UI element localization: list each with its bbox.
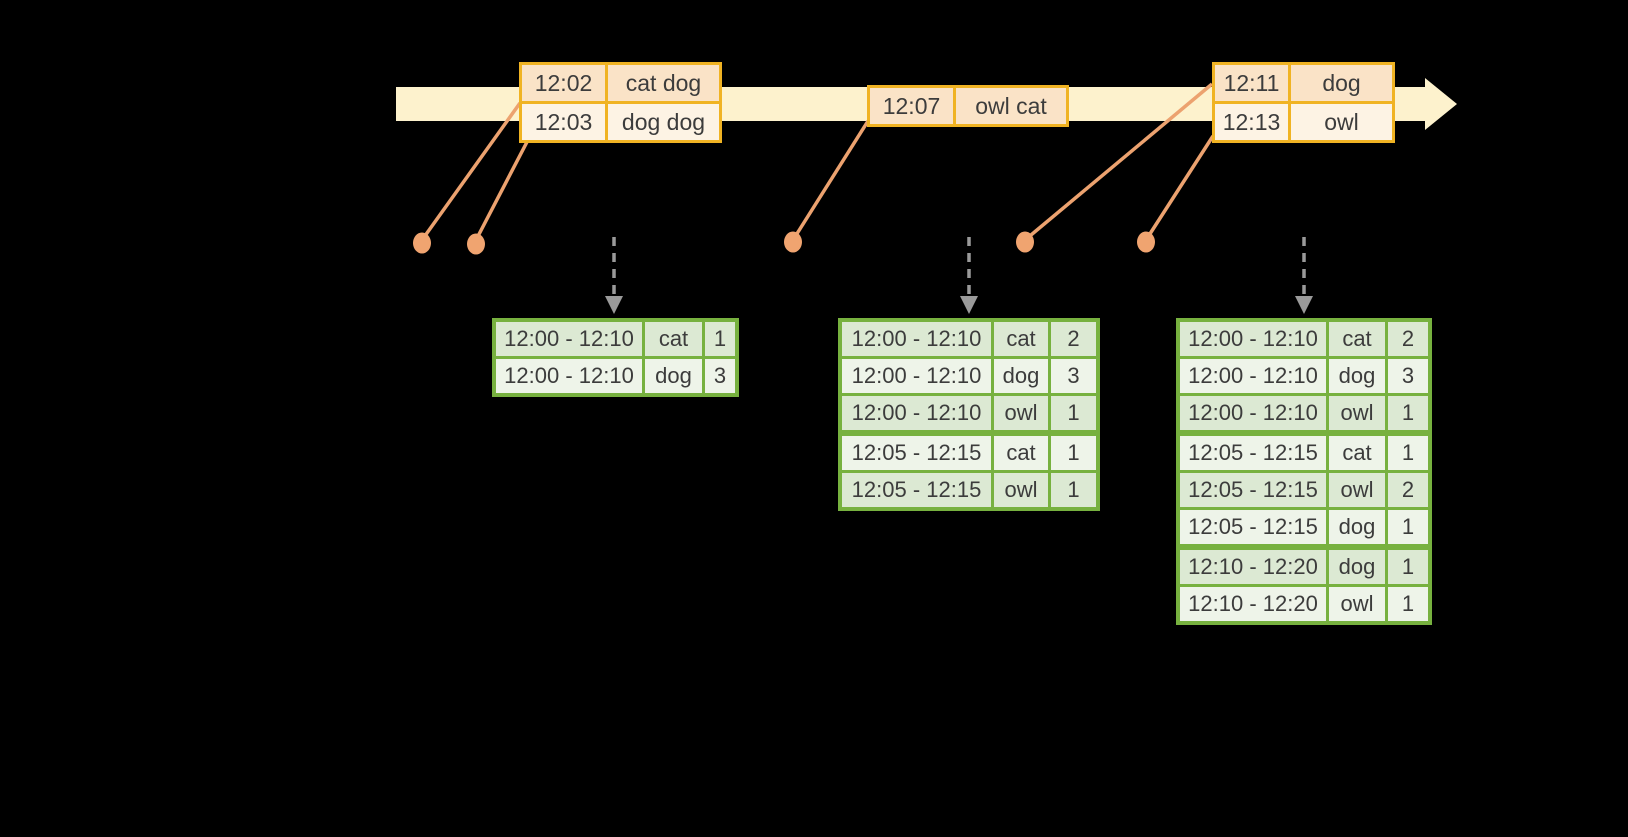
down-arrowhead-icon [1295, 296, 1313, 314]
result-row: 12:05 - 12:15 owl 1 [842, 473, 1096, 507]
connector-line [474, 139, 530, 241]
window-cell: 12:00 - 12:10 [842, 359, 991, 393]
result-table: 12:00 - 12:10 cat 2 12:00 - 12:10 dog 3 … [838, 318, 1100, 511]
count-cell: 1 [1051, 436, 1096, 470]
count-cell: 1 [1388, 587, 1428, 621]
event-words-cell: owl [1291, 104, 1392, 140]
result-table: 12:00 - 12:10 cat 1 12:00 - 12:10 dog 3 [492, 318, 739, 397]
window-cell: 12:00 - 12:10 [1180, 359, 1326, 393]
event-table: 12:07 owl cat [867, 85, 1069, 127]
window-cell: 12:00 - 12:10 [1180, 396, 1326, 430]
count-cell: 1 [1388, 510, 1428, 544]
count-cell: 1 [1388, 396, 1428, 430]
event-row: 12:13 owl [1215, 104, 1392, 140]
event-row: 12:11 dog [1215, 65, 1392, 101]
window-cell: 12:00 - 12:10 [842, 322, 991, 356]
word-cell: cat [1329, 436, 1385, 470]
word-cell: owl [994, 473, 1048, 507]
count-cell: 2 [1388, 322, 1428, 356]
window-cell: 12:05 - 12:15 [842, 473, 991, 507]
word-cell: dog [1329, 510, 1385, 544]
connector-line [1023, 82, 1214, 242]
word-cell: owl [1329, 396, 1385, 430]
event-words-cell: cat dog [608, 65, 719, 101]
connector-line [1144, 135, 1215, 241]
connector-line [791, 120, 870, 241]
count-cell: 3 [1051, 359, 1096, 393]
count-cell: 1 [1051, 473, 1096, 507]
result-row: 12:05 - 12:15 dog 1 [1180, 510, 1428, 544]
count-cell: 2 [1051, 322, 1096, 356]
event-time-cell: 12:03 [522, 104, 605, 140]
result-row: 12:00 - 12:10 cat 1 [496, 322, 735, 356]
word-cell: owl [1329, 587, 1385, 621]
window-cell: 12:00 - 12:10 [496, 359, 642, 393]
result-row: 12:00 - 12:10 cat 2 [1180, 322, 1428, 356]
word-cell: dog [1329, 550, 1385, 584]
word-cell: cat [994, 436, 1048, 470]
word-cell: owl [1329, 473, 1385, 507]
count-cell: 3 [705, 359, 735, 393]
word-cell: dog [994, 359, 1048, 393]
result-row: 12:00 - 12:10 dog 3 [496, 359, 735, 393]
window-cell: 12:00 - 12:10 [842, 396, 991, 430]
event-dot [784, 231, 802, 253]
count-cell: 1 [1388, 436, 1428, 470]
result-row: 12:00 - 12:10 owl 1 [1180, 396, 1428, 430]
event-time-cell: 12:02 [522, 65, 605, 101]
connector-line [420, 101, 522, 242]
window-cell: 12:05 - 12:15 [842, 436, 991, 470]
result-row: 12:10 - 12:20 owl 1 [1180, 587, 1428, 621]
count-cell: 1 [1388, 550, 1428, 584]
down-arrowhead-icon [605, 296, 623, 314]
event-dot [467, 233, 485, 255]
event-dot [1137, 231, 1155, 253]
word-cell: dog [645, 359, 702, 393]
word-cell: cat [994, 322, 1048, 356]
event-row: 12:02 cat dog [522, 65, 719, 101]
window-cell: 12:10 - 12:20 [1180, 587, 1326, 621]
event-time-cell: 12:11 [1215, 65, 1288, 101]
count-cell: 1 [705, 322, 735, 356]
event-time-cell: 12:13 [1215, 104, 1288, 140]
event-table: 12:02 cat dog 12:03 dog dog [519, 62, 722, 143]
event-words-cell: owl cat [956, 88, 1066, 124]
down-arrowhead-icon [960, 296, 978, 314]
window-cell: 12:05 - 12:15 [1180, 510, 1326, 544]
window-cell: 12:05 - 12:15 [1180, 436, 1326, 470]
count-cell: 3 [1388, 359, 1428, 393]
event-row: 12:03 dog dog [522, 104, 719, 140]
count-cell: 2 [1388, 473, 1428, 507]
window-cell: 12:00 - 12:10 [1180, 322, 1326, 356]
result-row: 12:00 - 12:10 cat 2 [842, 322, 1096, 356]
result-row: 12:10 - 12:20 dog 1 [1180, 550, 1428, 584]
result-row: 12:00 - 12:10 dog 3 [842, 359, 1096, 393]
event-time-cell: 12:07 [870, 88, 953, 124]
event-words-cell: dog dog [608, 104, 719, 140]
timeline-arrowhead-icon [1425, 78, 1457, 130]
event-words-cell: dog [1291, 65, 1392, 101]
word-cell: cat [1329, 322, 1385, 356]
word-cell: owl [994, 396, 1048, 430]
word-cell: cat [645, 322, 702, 356]
event-row: 12:07 owl cat [870, 88, 1066, 124]
window-cell: 12:05 - 12:15 [1180, 473, 1326, 507]
word-cell: dog [1329, 359, 1385, 393]
event-dot [1016, 231, 1034, 253]
result-row: 12:00 - 12:10 owl 1 [842, 396, 1096, 430]
count-cell: 1 [1051, 396, 1096, 430]
window-cell: 12:10 - 12:20 [1180, 550, 1326, 584]
result-row: 12:05 - 12:15 cat 1 [842, 436, 1096, 470]
result-table: 12:00 - 12:10 cat 2 12:00 - 12:10 dog 3 … [1176, 318, 1432, 625]
window-cell: 12:00 - 12:10 [496, 322, 642, 356]
result-row: 12:05 - 12:15 owl 2 [1180, 473, 1428, 507]
result-row: 12:05 - 12:15 cat 1 [1180, 436, 1428, 470]
event-table: 12:11 dog 12:13 owl [1212, 62, 1395, 143]
event-dot [413, 232, 431, 254]
result-row: 12:00 - 12:10 dog 3 [1180, 359, 1428, 393]
